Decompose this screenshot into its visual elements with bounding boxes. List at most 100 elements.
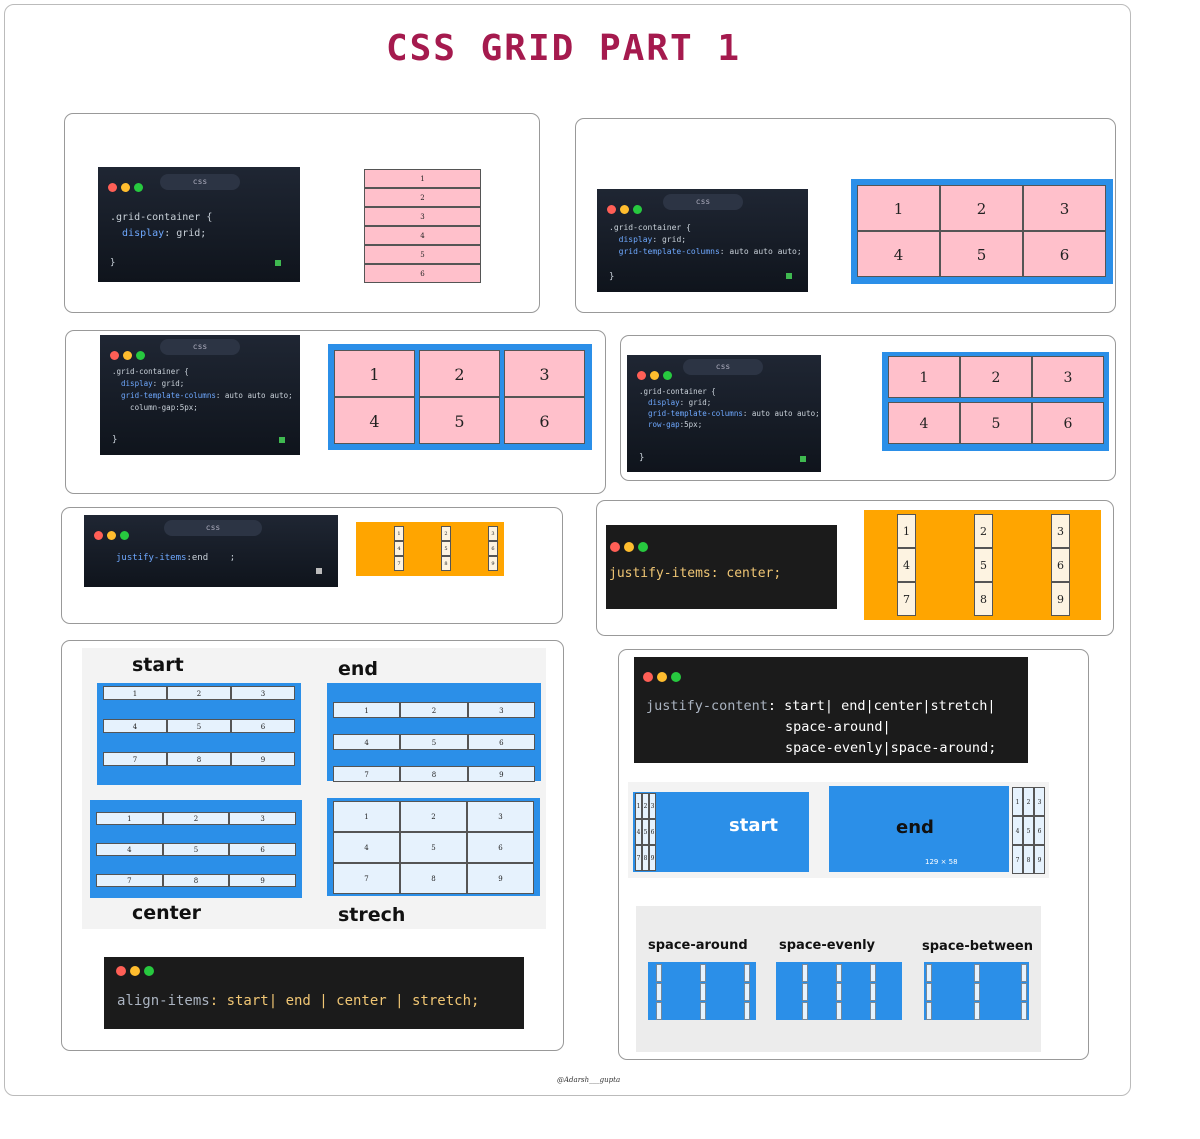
label-space-around: space-around (648, 938, 748, 953)
label-strech: strech (338, 904, 406, 926)
grid-demo-5 (356, 522, 504, 576)
code-brace: } (639, 453, 645, 463)
page-title: CSS GRID PART 1 (385, 28, 742, 69)
grid-item (802, 983, 808, 1001)
code-editor-5: css justify-items:end ; (84, 515, 338, 587)
grid-item: 6 (467, 832, 534, 863)
grid-item: 1 (333, 801, 400, 832)
grid-item: 2 (419, 350, 500, 397)
grid-item: 5 (162, 843, 230, 856)
grid-item: 7 (333, 863, 400, 894)
grid-item (870, 964, 876, 982)
grid-item: 8 (167, 752, 231, 766)
author-signature: @Adarsh___gupta (557, 1076, 621, 1084)
grid-item: 4 (394, 541, 404, 556)
status-indicator (275, 260, 281, 266)
page-frame (4, 4, 1131, 1096)
grid-item: 8 (1023, 845, 1034, 874)
grid-item: 8 (441, 556, 451, 571)
grid-item (700, 983, 706, 1001)
size-label: 129 × 58 (925, 858, 958, 866)
grid-item: 4 (897, 548, 916, 582)
grid-item: 9 (649, 845, 656, 871)
grid-item: 4 (364, 226, 481, 245)
code-line: justify-items:end ; (116, 553, 236, 563)
status-indicator (316, 568, 322, 574)
editor-tab: css (663, 194, 743, 210)
editor-tab: css (160, 339, 240, 355)
grid-item: 9 (231, 752, 295, 766)
grid-item (926, 964, 932, 982)
grid-item: 1 (364, 169, 481, 188)
grid-item: 3 (1034, 787, 1045, 816)
grid-item: 4 (334, 397, 415, 444)
grid-item: 1 (857, 185, 940, 231)
grid-item: 1 (333, 702, 401, 718)
grid-item (926, 983, 932, 1001)
label-space-evenly: space-evenly (779, 938, 876, 953)
grid-item: 2 (642, 793, 649, 819)
grid-item: 2 (162, 812, 230, 825)
label-end: end (338, 658, 379, 680)
grid-item: 1 (103, 686, 167, 700)
grid-container (327, 683, 541, 781)
grid-item (700, 1002, 706, 1020)
code-line: space-evenly|space-around; (785, 740, 997, 756)
grid-item: 6 (1023, 231, 1106, 277)
grid-item (802, 1002, 808, 1020)
grid-item (744, 1002, 750, 1020)
code-editor-2: css .grid-container { display: grid; gri… (597, 189, 808, 292)
grid-item: 5 (167, 719, 231, 733)
grid-item: 3 (229, 812, 296, 825)
grid-item: 4 (888, 402, 960, 444)
grid-item: 5 (642, 819, 649, 845)
status-indicator (786, 273, 792, 279)
grid-item: 3 (231, 686, 295, 700)
grid-item: 6 (229, 843, 296, 856)
editor-tab: css (683, 359, 763, 375)
grid-item: 7 (103, 752, 167, 766)
grid-item: 6 (364, 264, 481, 283)
grid-item: 4 (96, 843, 163, 856)
label-space-between: space-between (922, 939, 1033, 954)
end-example (829, 786, 1009, 872)
grid-item: 6 (504, 397, 585, 444)
editor-tab: css (164, 520, 262, 536)
window-controls (108, 177, 147, 196)
grid-item: 7 (897, 582, 916, 616)
grid-item: 2 (441, 526, 451, 541)
end-label: end (896, 817, 934, 838)
grid-item (656, 1002, 662, 1020)
terminal-align-items: align-items: start| end | center | stret… (104, 957, 524, 1029)
grid-item: 3 (1051, 514, 1070, 548)
grid-item: 9 (488, 556, 498, 571)
grid-item: 4 (333, 734, 401, 750)
code-brace: } (112, 435, 118, 445)
grid-item (836, 964, 842, 982)
code-line: .grid-container { display: grid; grid-te… (112, 367, 293, 412)
grid-item (744, 983, 750, 1001)
grid-item: 4 (103, 719, 167, 733)
grid-item (870, 1002, 876, 1020)
code-editor-4: css .grid-container { display: grid; gri… (627, 355, 821, 472)
grid-item: 1 (1012, 787, 1023, 816)
grid-item: 6 (1032, 402, 1104, 444)
code-brace: } (609, 272, 615, 282)
window-controls (607, 199, 646, 218)
window-controls (637, 365, 676, 384)
grid-item: 4 (333, 832, 400, 863)
code-brace: } (110, 258, 116, 268)
editor-tab: css (160, 174, 240, 190)
grid-item: 4 (857, 231, 940, 277)
grid-item: 1 (96, 812, 163, 825)
grid-item: 8 (974, 582, 993, 616)
grid-item: 5 (441, 541, 451, 556)
grid-item (802, 964, 808, 982)
label-center: center (132, 902, 202, 924)
start-example (633, 792, 809, 872)
grid-item: 2 (960, 356, 1032, 398)
terminal-justify-content: justify-content: start| end|center|stret… (634, 657, 1028, 763)
grid-item: 7 (1012, 845, 1023, 874)
grid-item: 9 (1051, 582, 1070, 616)
grid-item (870, 983, 876, 1001)
